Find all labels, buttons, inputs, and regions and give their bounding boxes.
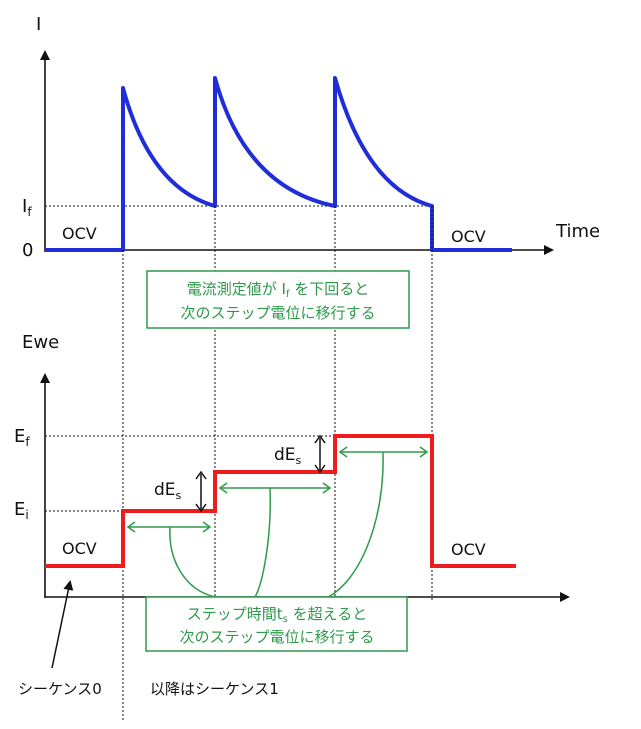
step-time-arrow-2 — [218, 482, 332, 494]
current-trace — [45, 76, 512, 252]
des-label-2: dEs — [274, 445, 302, 467]
potential-y-axis-label: Ewe — [22, 332, 59, 353]
step-time-arrow-1 — [126, 521, 212, 533]
note-current-line2: 次のステップ電位に移行する — [180, 304, 375, 322]
step-time-arrows — [126, 446, 429, 601]
step-time-connector-1 — [169, 526, 216, 598]
step-time-connector-2 — [254, 487, 272, 598]
ocv-label-potential-right: OCV — [451, 540, 486, 559]
des-arrow-1 — [195, 470, 207, 513]
potential-trace — [45, 434, 516, 568]
ocv-label-current-right: OCV — [451, 227, 486, 246]
tick-if-label: If — [22, 196, 32, 219]
current-plot: I Time If 0 OCV OCV — [22, 14, 600, 261]
sequence0-label: シーケンス0 — [18, 680, 102, 698]
potential-plot: Ewe Ef Ei OCV OCV dEs — [14, 332, 570, 602]
note-step-line2: 次のステップ電位に移行する — [179, 628, 374, 646]
ocv-label-current-left: OCV — [62, 224, 97, 243]
note-current-criterion: 電流測定値が If を下回ると 次のステップ電位に移行する — [146, 270, 410, 329]
ocv-label-potential-left: OCV — [62, 539, 97, 558]
current-y-axis-label: I — [36, 14, 41, 35]
note-step-box — [145, 596, 408, 652]
sequence-annotations: シーケンス0 以降はシーケンス1 — [18, 580, 279, 698]
note-current-box — [146, 270, 410, 329]
step-time-connector-3 — [321, 451, 384, 601]
note-step-criterion: ステップ時間ts を超えると 次のステップ電位に移行する — [145, 596, 408, 652]
tick-zero-label: 0 — [22, 240, 33, 261]
sequence1-label: 以降はシーケンス1 — [150, 680, 279, 698]
des-label-1: dEs — [154, 480, 182, 502]
des-arrow-2 — [314, 434, 326, 474]
current-x-axis-label: Time — [555, 221, 600, 242]
tick-ei-label: Ei — [14, 499, 29, 522]
sequence0-pointer-line — [51, 580, 74, 669]
tick-ef-label: Ef — [14, 426, 30, 449]
note-current-line1: 電流測定値が If を下回ると — [187, 280, 370, 300]
note-step-line1: ステップ時間ts を超えると — [187, 605, 367, 625]
